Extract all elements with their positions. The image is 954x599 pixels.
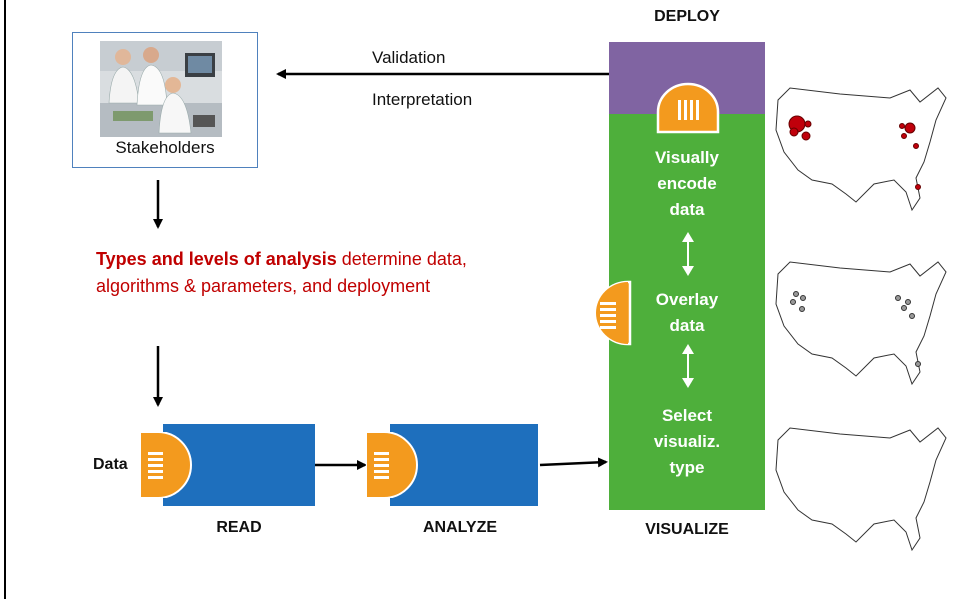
visualize-block [609,114,765,510]
analysis-description: Types and levels of analysis determine d… [96,246,516,300]
select-line-1: Select [661,406,713,425]
read-port-icon [140,432,192,498]
stakeholders-label: Stakeholders [115,138,215,157]
validation-label: Validation [372,48,446,67]
stakeholders-box [72,32,258,168]
select-line-2: visualiz. [653,432,721,451]
select-line-3: type [669,458,705,477]
us-map-with-red-circles [775,87,947,212]
select-step: Select visualiz. type [609,403,765,481]
us-map-with-gray-points [775,261,947,386]
overlay-line-1: Overlay [655,290,719,309]
analysis-highlight: Types and levels of analysis [96,249,337,269]
interpretation-label: Interpretation [372,90,473,109]
read-label: READ [216,519,262,536]
analysis-rest: determine data, algorithms & parameters,… [96,249,467,296]
us-map-blank [775,427,947,552]
overlay-step: Overlay data [609,287,765,339]
list-port-icon [594,280,632,346]
double-arrow-1 [682,232,694,276]
columns-port-icon [656,82,720,134]
analyze-label: ANALYZE [422,519,498,536]
deploy-label: DEPLOY [654,8,720,25]
encode-line-3: data [669,200,705,219]
encode-line-1: Visually [655,148,719,167]
double-arrow-2 [682,344,694,388]
analyze-port-icon [366,432,418,498]
data-input-label: Data [93,456,128,473]
visualize-label: VISUALIZE [645,521,729,538]
encode-step: Visually encode data [609,145,765,223]
stakeholders-photo [100,41,222,137]
encode-line-2: encode [657,174,717,193]
analyze-to-visualize-arrow [539,457,608,468]
overlay-line-2: data [669,316,705,335]
left-border-line [4,0,6,599]
